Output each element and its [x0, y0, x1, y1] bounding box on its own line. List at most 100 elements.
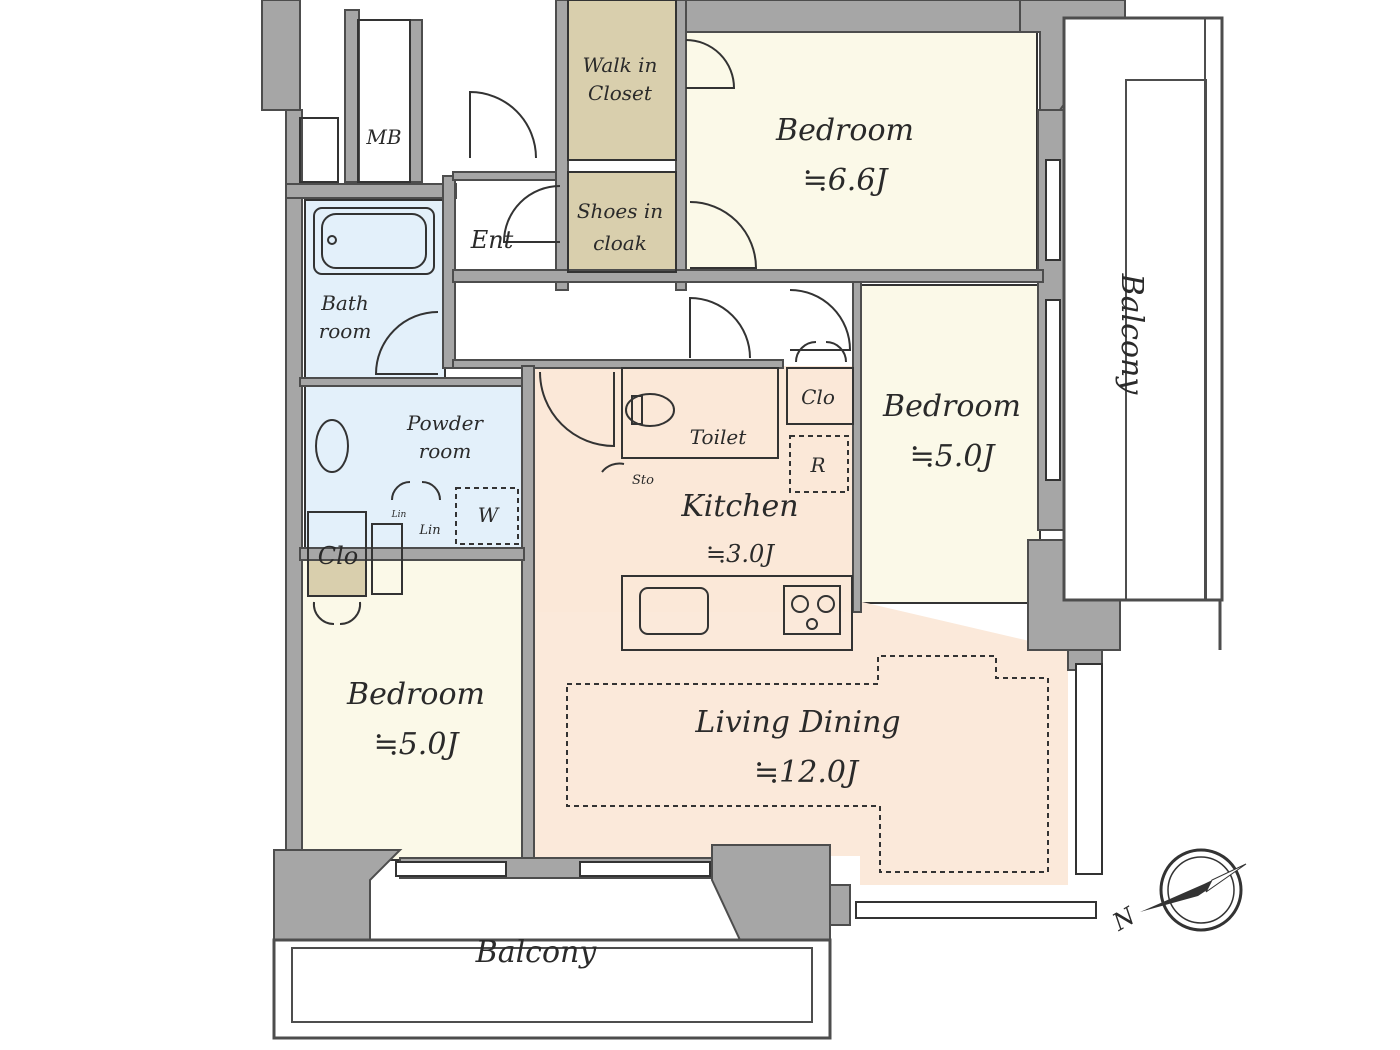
storage-label: Sto	[632, 473, 654, 488]
windows	[395, 159, 1103, 919]
wall-s-column	[711, 844, 831, 941]
balcony-east-area	[1062, 16, 1224, 602]
wall-wic-right	[675, 0, 687, 291]
bedroom-e-size: ≒5.0J	[910, 439, 997, 474]
wall-powder-right	[521, 365, 535, 861]
wall-ent-top	[452, 171, 564, 181]
wall-bed-w-top	[299, 547, 525, 561]
door-bed-e	[789, 289, 852, 351]
outline-shoes	[567, 171, 677, 273]
bedroom-e-floor	[859, 284, 1041, 604]
living-dining-label: Living Dining	[694, 705, 900, 740]
outline-ld-dashed	[566, 655, 1049, 873]
living-dining-floor	[533, 602, 1068, 885]
door-sto	[601, 462, 625, 473]
bedroom-ne-label: Bedroom	[775, 113, 914, 148]
shoes-cloak-label-1: Shoes in	[577, 199, 663, 223]
wall-corridor-bottom	[452, 359, 784, 369]
kitchen-floor	[533, 366, 853, 646]
burner-c	[806, 618, 818, 630]
window-east-ld	[1075, 663, 1103, 875]
window-east-bed-ne	[1045, 159, 1061, 261]
fixtures	[313, 207, 841, 635]
washbasin	[315, 419, 349, 473]
wall-ld-bottom	[829, 884, 851, 926]
wall-north-top	[685, 0, 1047, 33]
room-labels: Walk in Closet MB Bedroom ≒6.6J Shoes in…	[318, 53, 1149, 970]
balcony-south-inner	[291, 947, 813, 1023]
outline-mb-shaft-a	[299, 117, 339, 183]
bath-room-label-1: Bath	[320, 291, 369, 315]
bath-room-floor	[304, 199, 446, 379]
window-south-ld-b	[855, 901, 1097, 919]
outline-clo-e	[786, 367, 854, 425]
outline-wic	[567, 0, 677, 161]
balcony-south-label: Balcony	[475, 935, 598, 970]
living-dining-size: ≒12.0J	[754, 755, 860, 790]
door-bath	[374, 311, 439, 375]
bedroom-ne-floor	[684, 31, 1038, 271]
doors	[312, 39, 852, 626]
compass: N	[1107, 848, 1247, 937]
floor-fills	[299, 0, 1068, 885]
outline-counter	[621, 575, 853, 651]
wall-bath-top	[285, 183, 457, 199]
kitchen-label: Kitchen	[680, 489, 798, 524]
door-wic	[685, 39, 736, 89]
wall-block-nw	[261, 0, 301, 111]
wall-pillar-nw	[344, 9, 360, 183]
closet-e-label: Clo	[801, 385, 835, 409]
walk-in-closet-floor	[567, 0, 677, 161]
bedroom-e-label: Bedroom	[882, 389, 1021, 424]
balconies	[272, 16, 1224, 1040]
kitchen-size: ≒3.0J	[706, 540, 775, 568]
door-clo-w	[312, 601, 362, 626]
walk-in-closet-label-2: Closet	[588, 81, 653, 105]
powder-room-label-2: room	[419, 439, 472, 463]
toilet-tank	[631, 395, 643, 425]
wall-left-upper	[285, 109, 303, 851]
burner-a	[791, 595, 809, 613]
kitchen-sink	[639, 587, 709, 635]
wall-bed-e-left	[852, 281, 862, 613]
entrance-label: Ent	[470, 226, 514, 254]
door-ent-inner	[502, 185, 561, 243]
wall-sw-block	[273, 849, 403, 941]
window-south-ld	[579, 861, 711, 877]
compass-north-label: N	[1107, 901, 1141, 937]
linen-a-label: Lin	[391, 510, 407, 520]
outline-mb	[357, 19, 411, 183]
window-east-bed-e	[1045, 299, 1061, 481]
bath-room-label-2: room	[319, 319, 372, 343]
outline-toilet	[621, 367, 779, 459]
wall-wic-left	[555, 0, 569, 291]
mb-label: MB	[365, 125, 401, 149]
walls	[261, 0, 1126, 941]
outline-fridge	[789, 435, 849, 493]
door-bed-ne	[689, 201, 758, 269]
wall-corridor-top	[452, 269, 1044, 283]
bathtub-inner	[321, 213, 427, 269]
powder-room-label-1: Powder	[406, 411, 484, 435]
walk-in-closet-label-1: Walk in	[583, 53, 658, 77]
door-entry	[469, 90, 537, 159]
bathtub-drain	[327, 235, 337, 245]
wall-bath-bottom	[299, 377, 525, 387]
bedroom-w-size: ≒5.0J	[374, 727, 461, 762]
toilet-bowl	[625, 393, 675, 427]
room-outlines	[299, 0, 1049, 873]
burner-b	[817, 595, 835, 613]
door-lin	[391, 481, 441, 501]
door-toilet	[689, 296, 751, 359]
shoes-cloak-label-2: cloak	[593, 231, 647, 255]
refrigerator-label: R	[809, 453, 825, 477]
bedroom-ne-size: ≒6.6J	[803, 163, 890, 198]
bathtub	[313, 207, 435, 275]
vanity-counter	[371, 523, 403, 595]
toilet-label: Toilet	[690, 425, 747, 449]
wall-mb-right	[409, 19, 423, 183]
washer-label: W	[478, 503, 500, 527]
window-south-bed-w	[395, 861, 507, 877]
compass-ring-inner	[1167, 856, 1235, 924]
